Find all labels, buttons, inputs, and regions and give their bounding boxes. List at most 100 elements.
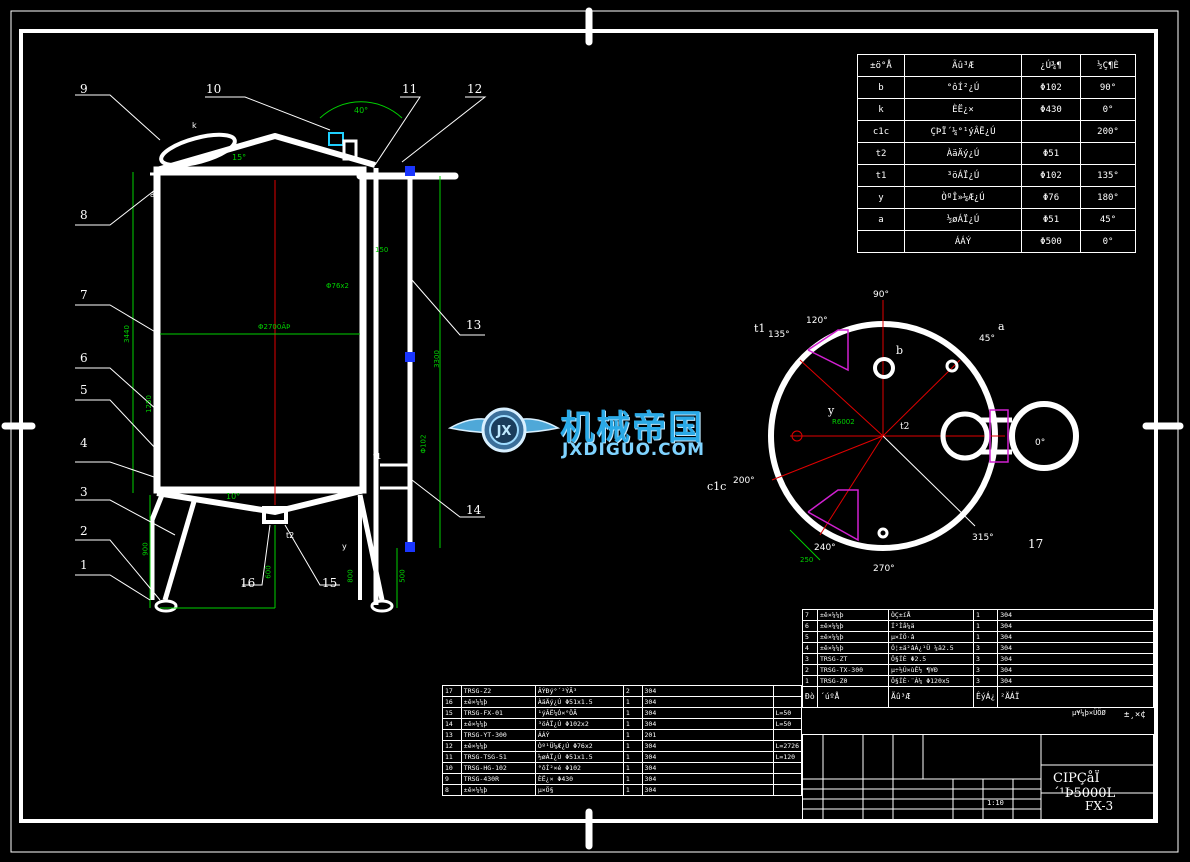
cell: Òº¹Ü¼Æ¿Ú Φ76x2 — [534, 740, 624, 752]
balloon-3: 3 — [80, 485, 88, 499]
balloon-16: 16 — [240, 576, 256, 590]
title-block-grid — [803, 735, 1155, 821]
cell: 2 — [802, 664, 818, 676]
cell: 1 — [622, 784, 643, 796]
dim-angle-arc — [319, 101, 403, 119]
cell: L=120 — [772, 751, 803, 763]
cell: 1 — [622, 707, 643, 719]
cell: 304 — [641, 751, 774, 763]
logo-letters: JX — [496, 424, 512, 439]
balloon-9: 9 — [80, 82, 88, 96]
cell: Φ76 — [1021, 186, 1081, 209]
balloon-17: 17 — [1028, 537, 1044, 551]
cell: 11 — [442, 751, 462, 763]
cell: 135° — [1080, 164, 1136, 187]
header-cell: ¿Ú¾¶ — [1021, 54, 1081, 77]
cell: TRSG-Z2 — [460, 685, 536, 697]
cell: ±ê×¼¼þ — [817, 642, 889, 654]
dim-h1: 3440 — [122, 325, 131, 343]
angle-0: 0° — [1035, 438, 1046, 448]
gauge-bracket-upper — [807, 329, 849, 372]
top-nozzle-t2 — [877, 527, 889, 539]
gauge-marker-mid — [405, 352, 415, 362]
cell: 13 — [442, 729, 462, 741]
cell: 12 — [442, 740, 462, 752]
cell: 5 — [802, 631, 818, 643]
cell: ÁÁÝ — [904, 230, 1022, 253]
cell: t2 — [857, 142, 905, 165]
cell: 200° — [1080, 120, 1136, 143]
header-cell: Ãû³Æ — [904, 54, 1022, 77]
cell: 7 — [802, 609, 818, 621]
cell: 3 — [972, 664, 999, 676]
cell: 90° — [1080, 76, 1136, 99]
cell: °ôÍ²×é Φ102 — [534, 762, 624, 774]
cell: ±ê×¼¼þ — [817, 620, 889, 632]
label-k: k — [192, 121, 197, 130]
cell: TRSG-YT-300 — [460, 729, 536, 741]
cell: Ó¦±ä²âÁ¿¹Ü ¼ä2.5 — [888, 642, 974, 654]
cell: 304 — [641, 718, 774, 730]
gear-logo-icon: JX — [448, 407, 560, 453]
leg-right — [357, 494, 385, 601]
cell: 304 — [997, 675, 1154, 687]
cell: 3 — [972, 675, 999, 687]
cell: ±ê×¼¼þ — [460, 740, 536, 752]
cell: ÀäÄý¿Ú Φ51x1.5 — [534, 696, 624, 708]
label-c1c-top: c1c — [707, 480, 727, 493]
top-view — [768, 300, 1079, 561]
label-b-top: b — [896, 344, 904, 357]
side-view — [75, 94, 487, 613]
cell — [857, 230, 905, 253]
label-a-top: a — [998, 320, 1005, 333]
dim-diameter: Φ2700ÃÞ — [258, 323, 291, 331]
foot-right — [370, 599, 394, 613]
dim-phi102: Φ102 — [419, 434, 428, 454]
outer-frame — [10, 10, 1179, 853]
header-cell: ±ö°Å — [857, 54, 905, 77]
cell: 304 — [997, 631, 1154, 643]
balloon-14: 14 — [466, 503, 482, 517]
label-y-top: y — [828, 404, 835, 417]
top-nozzle-10 — [328, 132, 344, 146]
cell: ±ê×¼¼þ — [460, 696, 536, 708]
dim-h7: 500 — [398, 569, 407, 583]
cell: TRSG-FX-01 — [460, 707, 536, 719]
cell: a — [857, 208, 905, 231]
tank-roof — [156, 133, 376, 173]
cell: 3 — [972, 642, 999, 654]
cell: 3 — [972, 653, 999, 665]
bom-header-row: Ðò ´úºÅ Ãû³Æ ÊýÁ¿ ²ÄÁÏ — [802, 686, 1154, 708]
cell: 9 — [442, 773, 462, 785]
cell: ²ÄÁÏ — [997, 686, 1154, 708]
balloon-4: 4 — [80, 436, 88, 450]
cell: 0° — [1080, 230, 1136, 253]
cell: 304 — [641, 762, 774, 774]
cell: 304 — [641, 685, 774, 697]
top-nozzle-11 — [342, 139, 358, 161]
cell: k — [857, 98, 905, 121]
cell: ½øÁÏ¿Ú Φ51x1.5 — [534, 751, 624, 763]
cell — [772, 784, 803, 796]
cell: 1 — [622, 718, 643, 730]
cell — [772, 762, 803, 774]
balloon-10: 10 — [206, 82, 222, 96]
balloon-13: 13 — [466, 318, 482, 332]
gauge-bracket-lower — [807, 489, 859, 542]
leg-mid — [162, 497, 198, 601]
cell: 2 — [622, 685, 643, 697]
cell: °ôÍ²¿Ú — [904, 76, 1022, 99]
cell: ÈË¿× — [904, 98, 1022, 121]
cell: 304 — [641, 740, 774, 752]
